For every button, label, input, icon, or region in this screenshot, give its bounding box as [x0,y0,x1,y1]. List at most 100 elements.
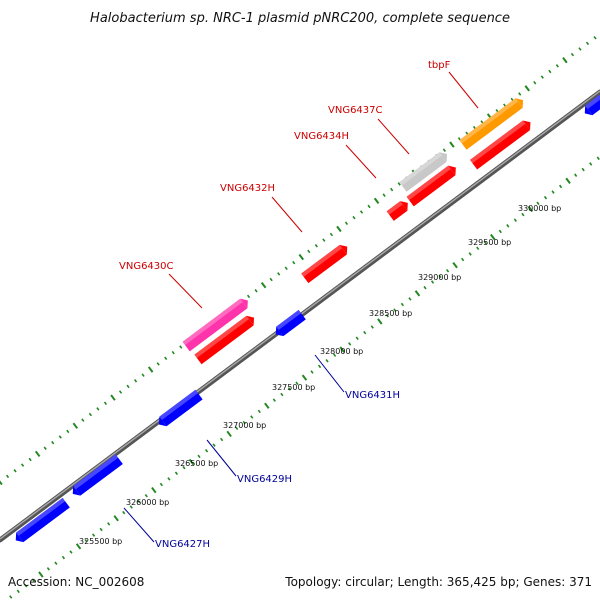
gene-tbpf [459,98,524,150]
tick-mark [363,330,367,335]
tick-mark [287,387,292,391]
tick-mark [129,505,133,509]
tick-mark [272,398,276,402]
leader-line [345,144,377,179]
gene-vng6430c [182,298,248,352]
tick-mark [359,210,364,214]
gene-vng6427h [15,497,70,543]
tick-mark [390,187,394,192]
tick-mark [118,390,123,394]
tick-mark [220,437,224,442]
tick-mark [284,266,288,271]
gene-blue-small [275,309,306,337]
tick-mark [147,366,154,373]
tick-mark [336,225,342,233]
tick-mark [521,212,525,217]
tick-mark [518,92,522,96]
leader-line [314,354,345,393]
tick-mark [250,415,254,419]
gene-vng6437c [399,152,448,192]
tick-mark [578,47,582,51]
leader-line [271,196,303,233]
gene-label-vng6431h: VNG6431H [345,390,400,401]
tick-mark [277,272,281,276]
tick-mark [122,510,126,515]
genome-summary-text: Topology: circular; Length: 365,425 bp; … [284,575,592,589]
tick-mark [565,177,571,184]
gene-vng6429h [72,454,123,496]
gene-label-vng6434h: VNG6434H [294,131,349,142]
tick-mark [88,412,92,417]
leader-line [206,439,237,477]
tick-mark [280,392,284,397]
leader-line [168,273,203,309]
bp-label: 327500 bp [272,383,315,392]
tick-mark [5,474,10,479]
tick-mark [182,465,186,470]
tick-mark [51,440,55,445]
tick-mark [246,294,251,299]
gene-label-vng6437c: VNG6437C [328,105,383,116]
tick-mark [527,205,534,213]
leader-line [123,507,155,543]
gene-red-6437 [406,165,456,207]
tick-mark [333,353,337,357]
tick-mark [69,550,73,554]
tick-mark [373,197,380,204]
tick-mark [483,240,487,245]
tick-mark [141,373,145,377]
bp-label: 328500 bp [369,309,412,318]
tick-mark [197,454,201,459]
bp-labels: 325500 bp 326000 bp 326500 bp 327000 bp … [79,204,561,546]
tick-mark [370,325,374,329]
tick-mark [543,195,548,200]
tick-mark [581,167,585,172]
tick-mark [574,173,578,177]
tick-mark [174,471,179,476]
tick-mark [536,201,540,206]
tick-mark [540,75,544,79]
tick-mark [585,41,590,46]
tick-mark [555,64,559,68]
tick-mark [524,85,530,92]
tick-mark [310,370,314,374]
bp-label: 329000 bp [418,273,461,282]
tick-mark [144,493,148,498]
tick-mark [570,52,575,57]
tick-mark [133,379,138,383]
tick-mark [159,482,163,487]
tick-mark [164,356,168,361]
tick-mark [13,468,17,473]
tick-mark [204,449,209,453]
leader-line [377,118,410,155]
bp-label: 329500 bp [468,238,511,247]
tick-mark [54,561,58,566]
leader-line [448,71,479,109]
tick-mark [468,252,472,256]
tick-mark [103,401,108,406]
tick-mark [307,249,311,254]
map-title: Halobacterium sp. NRC-1 plasmid pNRC200,… [90,11,510,26]
gene-red-6430 [194,315,255,365]
tick-mark [352,215,356,220]
tick-mark [344,221,349,226]
gene-vng6432h [301,244,348,284]
tick-marks [0,35,600,599]
tick-mark [75,543,82,550]
tick-mark [46,567,50,571]
tick-mark [551,190,555,194]
bp-label: 326000 bp [126,498,169,507]
tick-mark [339,346,345,353]
tick-mark [81,418,85,422]
tick-mark [226,430,232,438]
tick-mark [533,80,537,85]
tick-mark [325,359,329,363]
tick-mark [385,314,389,318]
tick-mark [498,229,502,234]
tick-mark [490,233,496,241]
tick-mark [20,463,25,467]
gene-label-vng6427h: VNG6427H [155,539,210,550]
gene-red-tbpf [469,120,531,170]
tick-mark [322,238,326,242]
tick-mark [9,595,13,599]
